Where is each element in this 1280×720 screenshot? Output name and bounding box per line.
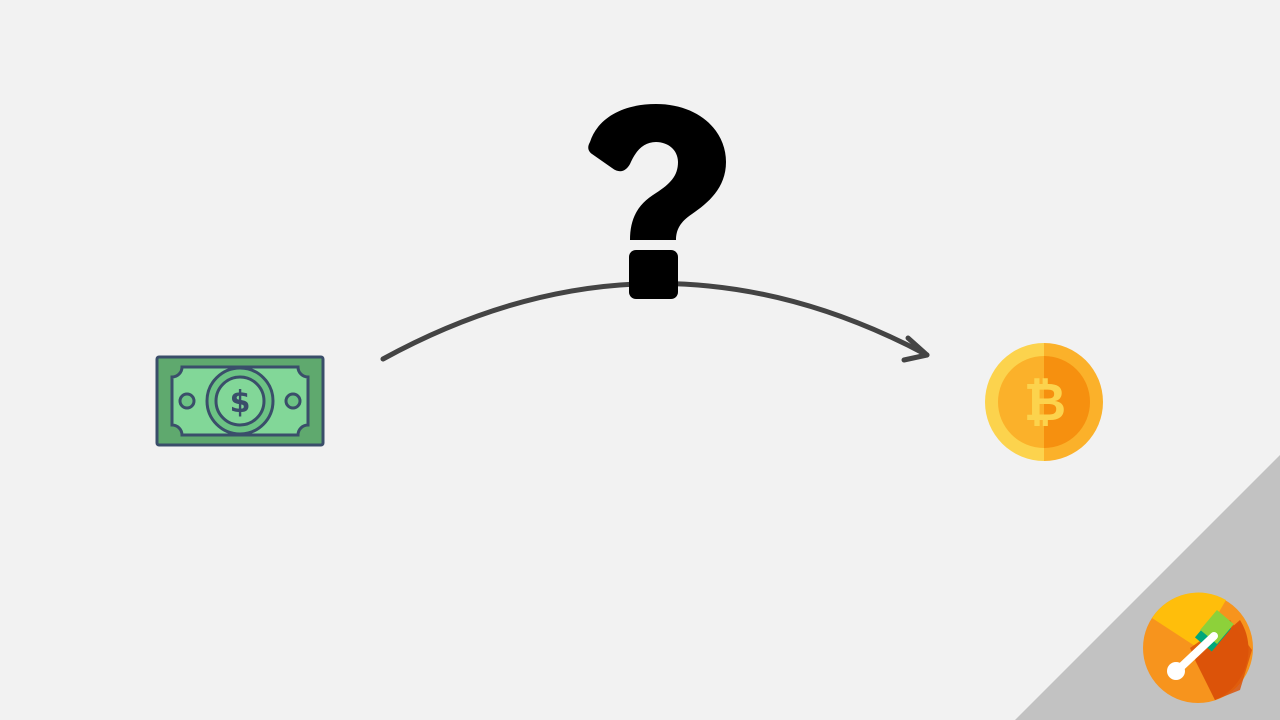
- bitcoin-symbol: ₿: [1024, 373, 1066, 433]
- question-mark-icon: [588, 104, 726, 299]
- wallet-logo-icon: [1143, 592, 1253, 703]
- dollar-symbol: $: [230, 385, 251, 420]
- dollar-bill-icon: $: [155, 355, 325, 447]
- bitcoin-coin-icon: ₿: [985, 343, 1103, 461]
